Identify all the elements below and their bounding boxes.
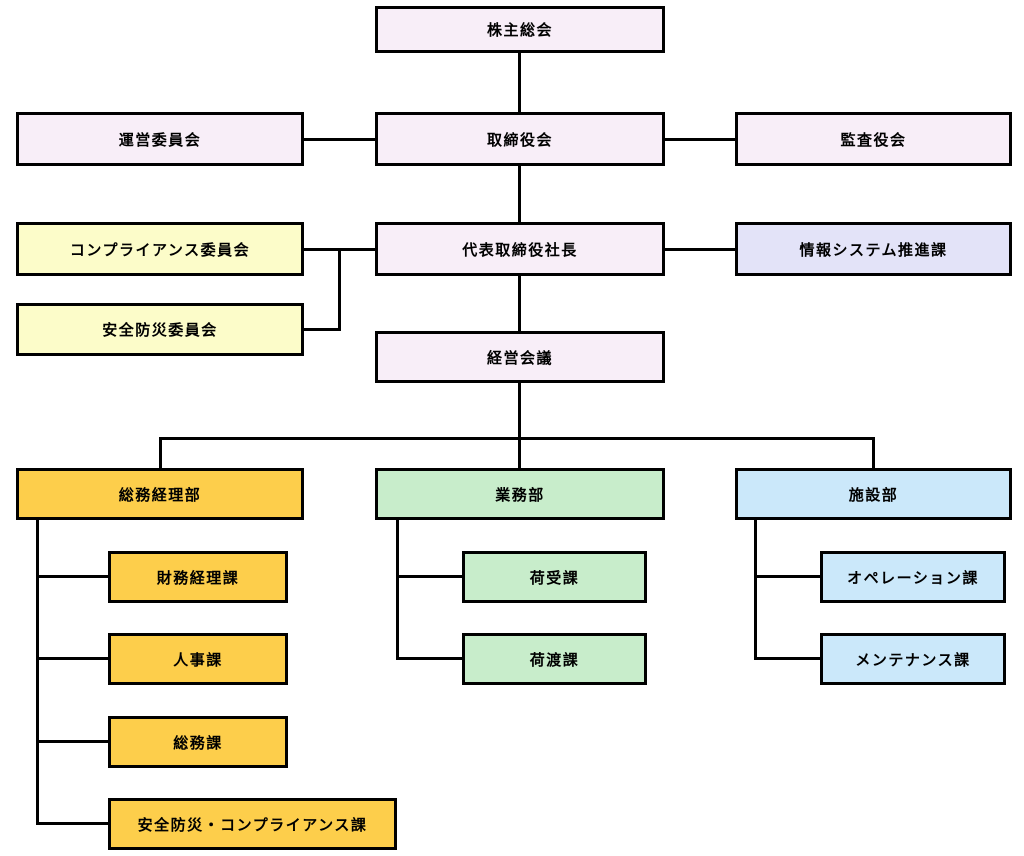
connector-stub-cargo-receiving — [396, 575, 462, 578]
connector-drop-general-affairs — [159, 437, 162, 468]
org-node-info-system-section: 情報システム推進課 — [735, 222, 1012, 276]
connector-stub-cargo-delivery — [396, 657, 462, 660]
org-node-safety-compliance-section: 安全防災・コンプライアンス課 — [108, 798, 397, 850]
org-node-label: 人事課 — [173, 650, 223, 669]
connector-stub-soumu — [36, 740, 108, 743]
org-node-label: 安全防災委員会 — [102, 321, 218, 339]
connector-steering-board — [304, 138, 375, 141]
org-node-label: 荷渡課 — [529, 650, 580, 669]
connector-spine-facilities — [754, 520, 757, 660]
org-node-label: 荷受課 — [529, 568, 580, 587]
org-node-maintenance-section: メンテナンス課 — [820, 633, 1006, 685]
org-node-general-affairs-section: 総務課 — [108, 716, 288, 768]
connector-board-president — [518, 166, 521, 224]
connector-drop-facilities — [872, 437, 875, 468]
org-node-operation-section: オペレーション課 — [820, 551, 1006, 603]
org-node-compliance-committee: コンプライアンス委員会 — [16, 222, 304, 276]
org-node-label: メンテナンス課 — [855, 650, 971, 669]
org-node-label: 運営委員会 — [118, 130, 202, 149]
org-node-general-affairs-dept: 総務経理部 — [16, 468, 304, 520]
org-node-management-meeting: 経営会議 — [375, 331, 665, 383]
connector-spine-operations — [396, 520, 399, 660]
org-node-president: 代表取締役社長 — [375, 222, 665, 276]
org-node-label: 総務経理部 — [118, 485, 202, 504]
org-node-label: コンプライアンス委員会 — [69, 240, 251, 259]
connector-stub-hr — [36, 657, 108, 660]
connector-president-management — [518, 276, 521, 333]
connector-shareholders-board — [518, 53, 521, 114]
org-node-operations-dept: 業務部 — [375, 468, 665, 520]
org-node-label: 取締役会 — [486, 130, 553, 149]
org-node-shareholders-meeting: 株主総会 — [375, 6, 665, 53]
org-node-label: 業務部 — [495, 485, 545, 504]
org-node-cargo-receiving-section: 荷受課 — [462, 551, 647, 603]
connector-stub-operation-section — [754, 575, 820, 578]
org-node-label: オペレーション課 — [847, 568, 979, 587]
connector-stub-safety-compliance — [36, 822, 108, 825]
connector-board-audit — [665, 138, 735, 141]
org-node-safety-committee: 安全防災委員会 — [16, 303, 304, 356]
org-node-label: 安全防災・コンプライアンス課 — [137, 815, 368, 834]
org-node-steering-committee: 運営委員会 — [16, 112, 304, 166]
connector-spine-general-affairs — [36, 520, 39, 825]
org-node-label: 経営会議 — [486, 348, 553, 367]
connector-safety-stub — [304, 328, 341, 331]
connector-stub-finance — [36, 575, 108, 578]
org-node-label: 情報システム推進課 — [799, 240, 948, 259]
org-node-label: 総務課 — [173, 733, 223, 752]
org-node-label: 施設部 — [848, 485, 899, 504]
connector-drop-operations — [518, 437, 521, 468]
org-node-label: 株主総会 — [486, 21, 553, 39]
org-node-hr-section: 人事課 — [108, 633, 288, 685]
connector-safety-riser — [338, 248, 341, 331]
connector-stub-maintenance-section — [754, 657, 820, 660]
connector-management-drop — [518, 383, 521, 440]
org-node-label: 監査役会 — [840, 130, 907, 149]
connector-distribution — [159, 437, 875, 440]
org-node-label: 財務経理課 — [156, 568, 240, 587]
org-node-audit-board: 監査役会 — [735, 112, 1012, 166]
connector-president-infosystem — [665, 248, 735, 251]
org-node-facilities-dept: 施設部 — [735, 468, 1012, 520]
org-node-cargo-delivery-section: 荷渡課 — [462, 633, 647, 685]
org-node-label: 代表取締役社長 — [462, 240, 578, 259]
org-node-board-of-directors: 取締役会 — [375, 112, 665, 166]
org-node-finance-accounting-section: 財務経理課 — [108, 551, 288, 603]
